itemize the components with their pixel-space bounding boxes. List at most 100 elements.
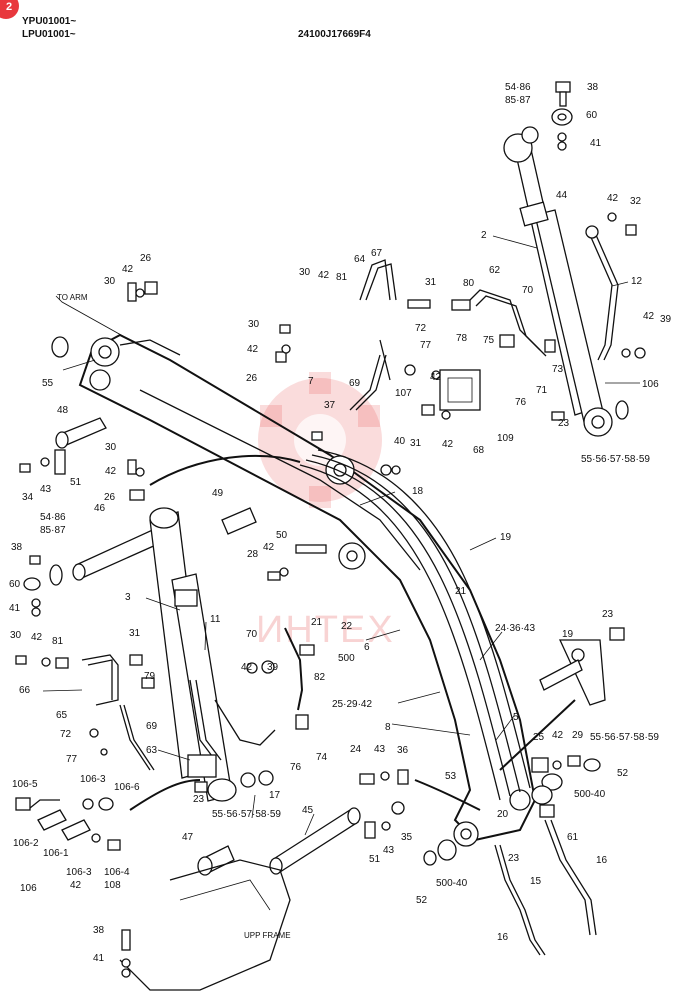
callout: 15 [530, 876, 542, 887]
callout: 41 [9, 603, 21, 614]
callout: 44 [556, 190, 568, 201]
callout: 42 [122, 264, 134, 275]
callout: 55·56·57·58·59 [590, 732, 659, 743]
clamp-assembly [15, 797, 121, 851]
callout: 80 [463, 278, 475, 289]
callout: 41 [590, 138, 602, 149]
boom-cylinder [149, 507, 276, 802]
callout: 71 [536, 385, 548, 396]
callout: 76 [515, 397, 527, 408]
callout: 81 [336, 272, 348, 283]
callout: 43 [40, 484, 52, 495]
callout: 37 [324, 400, 336, 411]
callout: 23 [193, 794, 205, 805]
callout: 30 [299, 267, 311, 278]
foot-pins [194, 769, 457, 876]
callout: 79 [144, 671, 156, 682]
callout: 16 [497, 932, 509, 943]
callout: 106-6 [114, 782, 140, 793]
callout: 31 [410, 438, 422, 449]
callout: 65 [56, 710, 68, 721]
callout: 23 [508, 853, 520, 864]
callout: 21 [311, 617, 323, 628]
callout: 36 [397, 745, 409, 756]
callout: 18 [412, 486, 424, 497]
callout: 68 [473, 445, 485, 456]
callout: 43 [374, 744, 386, 755]
callout: 42 [241, 662, 253, 673]
callout: 42 [105, 466, 117, 477]
callout: 73 [552, 364, 564, 375]
callout: 70 [246, 629, 258, 640]
callout: 50 [276, 530, 288, 541]
callout: 500-40 [436, 878, 468, 889]
callout: 78 [456, 333, 468, 344]
callout: 30 [105, 442, 117, 453]
callout-labels: 38 54·86 85·87 60 41 44 42 32 2 12 42 39… [9, 82, 672, 964]
callout: 6 [364, 642, 370, 653]
callout: 85·87 [505, 95, 531, 106]
callout: 63 [146, 745, 158, 756]
callout: 35 [401, 832, 413, 843]
callout: 75 [483, 335, 495, 346]
callout: 69 [146, 721, 158, 732]
callout: 39 [267, 662, 279, 673]
callout: 500-40 [574, 789, 606, 800]
callout: 41 [93, 953, 105, 964]
callout: 76 [290, 762, 302, 773]
callout: 19 [500, 532, 512, 543]
callout: 69 [349, 378, 361, 389]
callout: 72 [60, 729, 72, 740]
callout: 52 [617, 768, 629, 779]
callout: 46 [94, 503, 106, 514]
callout: 60 [586, 110, 598, 121]
callout: 42 [70, 880, 82, 891]
callout: 17 [269, 790, 281, 801]
callout: 82 [314, 672, 326, 683]
callout: 53 [445, 771, 457, 782]
drawing-number: 24100J17669F4 [298, 29, 371, 40]
callout: 42 [430, 372, 442, 383]
callout: 28 [247, 549, 259, 560]
callout: 45 [302, 805, 314, 816]
callout: 42 [31, 632, 43, 643]
callout: 85·87 [40, 525, 66, 536]
callout: 30 [104, 276, 116, 287]
callout: 3 [125, 592, 131, 603]
callout: 62 [489, 265, 501, 276]
arm-cylinder [503, 133, 619, 437]
callout: 8 [385, 722, 391, 733]
callout: 81 [52, 636, 64, 647]
callout: 19 [562, 629, 574, 640]
callout: 106-4 [104, 867, 130, 878]
callout: 29 [572, 730, 584, 741]
callout: 38 [93, 925, 105, 936]
callout: 43 [383, 845, 395, 856]
callout: 61 [567, 832, 579, 843]
callout: 11 [210, 614, 221, 625]
callout: 42 [263, 542, 275, 553]
control-valve [349, 259, 556, 420]
callout: 48 [57, 405, 69, 416]
hose-bundle [129, 449, 576, 811]
callout: 40 [394, 436, 406, 447]
callout: 55·56·57·58·59 [581, 454, 650, 465]
callout: 500 [338, 653, 355, 664]
callout: 77 [66, 754, 78, 765]
callout: 25·29·42 [332, 699, 372, 710]
page-badge-text: 2 [6, 1, 12, 13]
serial-range-bottom: LPU01001~ [22, 29, 76, 40]
to-arm-note: TO ARM [57, 293, 88, 302]
left-lines [15, 627, 315, 771]
callout: 34 [22, 492, 34, 503]
callout: 30 [10, 630, 22, 641]
callout: 42 [318, 270, 330, 281]
callout: 47 [182, 832, 194, 843]
callout: 72 [415, 323, 427, 334]
callout: 54·86 [40, 512, 66, 523]
callout: 26 [140, 253, 152, 264]
callout: 55 [42, 378, 54, 389]
callout: 42 [442, 439, 454, 450]
